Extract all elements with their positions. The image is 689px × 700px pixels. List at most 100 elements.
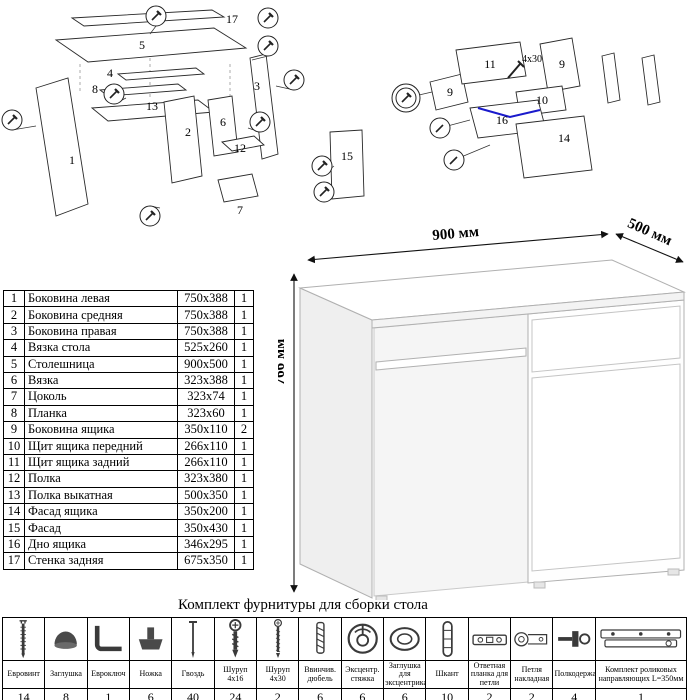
part-name: Боковина левая	[24, 289, 178, 308]
shelf-support-icon	[552, 617, 596, 661]
part-size: 675x350	[177, 552, 235, 570]
roller-guides-icon	[595, 617, 687, 661]
part-size: 350x200	[177, 503, 235, 521]
part-qty: 1	[234, 437, 254, 455]
screw-callout-icon	[256, 34, 280, 58]
part-number: 13	[3, 486, 25, 505]
hardware-item-qty: 1	[595, 688, 687, 700]
desk-drawer-front	[531, 305, 681, 373]
hardware-item-qty: 6	[340, 688, 385, 700]
part-number: 8	[3, 404, 25, 423]
part-name: Столешница	[24, 355, 178, 373]
part-label: 14	[558, 131, 570, 145]
hardware-item-qty: 14	[1, 688, 46, 700]
hardware-item-qty: 2	[467, 688, 512, 700]
part-qty: 1	[234, 470, 254, 488]
exploded-diagram-desk: 17 5 4 8 13 1 2 6 3 12 7 15	[0, 4, 365, 228]
part-qty: 1	[234, 552, 254, 570]
part-middle-side	[163, 95, 203, 184]
part-size: 266x110	[177, 437, 235, 455]
part-number: 12	[3, 470, 25, 488]
part-label: 6	[220, 115, 226, 129]
hardware-item-qty: 6	[129, 688, 173, 700]
part-qty: 1	[234, 306, 254, 324]
part-label: 5	[139, 38, 145, 52]
part-label: 7	[237, 203, 243, 217]
part-drawer-side-right	[539, 37, 581, 93]
part-size: 500x350	[177, 486, 235, 505]
part-size: 323x60	[177, 404, 235, 423]
cam-cover-icon	[383, 617, 427, 661]
part-name: Полка выкатная	[24, 486, 178, 505]
part-qty: 1	[234, 535, 254, 554]
part-name: Щит ящика передний	[24, 437, 178, 455]
nail-icon	[171, 617, 215, 661]
screw-callout-icon	[0, 108, 24, 132]
part-name: Стенка задняя	[24, 552, 178, 570]
wood-dowel-icon	[425, 617, 469, 661]
part-label: 10	[536, 93, 548, 107]
part-name: Боковина средняя	[24, 306, 178, 324]
screw-4x16-icon	[213, 617, 258, 661]
desk-foot	[375, 595, 388, 600]
hardware-item-qty: 8	[44, 688, 88, 700]
part-left-side	[35, 77, 89, 217]
part-name: Вязка	[24, 371, 178, 390]
part-size: 323x380	[177, 470, 235, 488]
part-label: 9	[447, 85, 453, 99]
part-qty: 1	[234, 322, 254, 341]
depth-dimension-label: 500 мм	[625, 216, 674, 250]
part-label: 17	[226, 12, 238, 26]
screw-callout-icon	[144, 4, 168, 28]
part-name: Боковина ящика	[24, 421, 178, 439]
part-desk-rail	[116, 67, 206, 81]
screw-callout-icon	[391, 83, 421, 113]
part-qty: 1	[234, 339, 254, 357]
part-number: 1	[3, 289, 25, 308]
screw-callout-icon	[429, 117, 451, 139]
exploded-diagram-drawer: 9 11 9 10 16 14 4x30	[391, 37, 661, 179]
width-dimension-arrow	[307, 230, 609, 264]
screw-size-label: 4x30	[522, 54, 542, 65]
desk-keyboard-tray	[375, 347, 527, 371]
part-number: 16	[3, 535, 25, 554]
hinge-callout-icon	[310, 154, 334, 178]
hardware-item-name: Шуруп 4x16	[213, 659, 258, 690]
part-drawer-back	[455, 41, 527, 85]
hardware-item-qty: 10	[425, 688, 469, 700]
hardware-item-name: Ввинчив. дюбель	[298, 659, 342, 690]
hardware-item-name: Евровинт	[1, 659, 46, 690]
part-label: 3	[254, 79, 260, 93]
part-label: 12	[234, 141, 246, 155]
part-shelf	[221, 135, 265, 152]
desk-render: 900 мм 500 мм 766 мм	[278, 216, 686, 600]
part-number: 6	[3, 371, 25, 390]
desk-foot	[533, 581, 546, 589]
part-name: Планка	[24, 404, 178, 423]
hardware-item-name: Шкант	[425, 659, 469, 690]
screw-sketch-icon	[507, 63, 521, 79]
part-qty: 1	[234, 519, 254, 537]
part-name: Вязка стола	[24, 339, 178, 357]
part-qty: 1	[234, 388, 254, 406]
hardware-item-qty: 2	[256, 688, 300, 700]
hardware-item-qty: 6	[383, 688, 427, 700]
part-guide-rail	[601, 52, 621, 104]
cap-plug-icon	[44, 617, 88, 661]
part-size: 900x500	[177, 355, 235, 373]
part-label: 4	[107, 66, 113, 80]
part-size: 750x388	[177, 289, 235, 308]
part-label: 11	[484, 57, 496, 71]
part-size: 350x430	[177, 519, 235, 537]
part-qty: 1	[234, 289, 254, 308]
blue-highlight-line	[477, 107, 541, 119]
hardware-item-name: Эксцентр. стяжка	[340, 659, 385, 690]
part-size: 346x295	[177, 535, 235, 554]
hardware-item-name: Ответная планка для петли	[467, 659, 512, 690]
